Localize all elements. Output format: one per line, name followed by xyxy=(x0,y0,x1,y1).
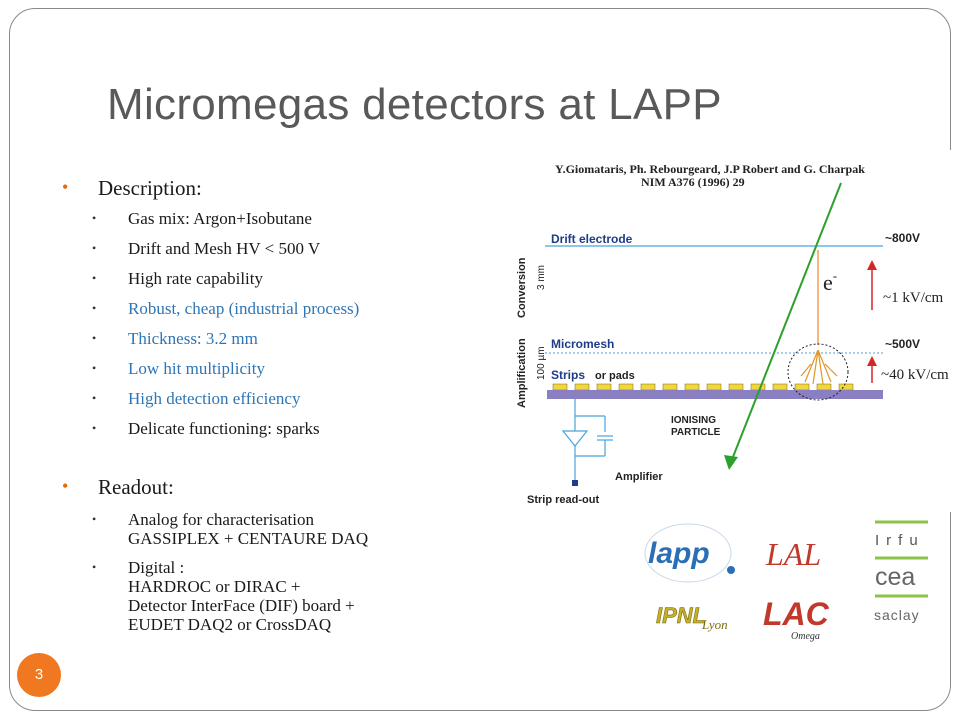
list-item: • Gas mix: Argon+Isobutane xyxy=(62,209,482,228)
citation-line-2: NIM A376 (1996) 29 xyxy=(641,175,745,189)
list-item: • High rate capability xyxy=(62,269,482,288)
list-item: • Robust, cheap (industrial process) xyxy=(62,299,482,318)
list-item-text: High rate capability xyxy=(128,269,264,288)
bullet-icon: • xyxy=(92,512,97,526)
list-item: • High detection efficiency xyxy=(62,389,482,408)
omega-logo: LAC Omega xyxy=(763,596,830,642)
micromesh-label: Micromesh xyxy=(551,337,614,351)
list-item-line: Digital : xyxy=(128,558,185,577)
list-item-text: Robust, cheap (industrial process) xyxy=(128,299,360,318)
list-item: • Digital : HARDROC or DIRAC + Detector … xyxy=(62,558,482,634)
bullet-icon: • xyxy=(92,331,97,345)
svg-text:saclay: saclay xyxy=(874,607,920,623)
svg-text:LAL: LAL xyxy=(765,536,821,572)
bullet-icon: • xyxy=(62,177,69,197)
list-item-line: Analog for characterisation xyxy=(128,510,314,529)
list-item: • Delicate functioning: sparks xyxy=(62,419,482,438)
amplifier-circuit xyxy=(561,399,613,480)
list-item-text: Drift and Mesh HV < 500 V xyxy=(128,239,321,258)
bullet-icon: • xyxy=(62,476,69,496)
lal-logo: LAL xyxy=(765,536,821,572)
lapp-logo: lapp xyxy=(644,523,735,583)
ipnl-logo: IPNL Lyon xyxy=(656,603,728,632)
bullet-icon: • xyxy=(92,211,97,225)
ionising-particle-label-2: PARTICLE xyxy=(671,427,721,438)
svg-text:Irfu: Irfu xyxy=(875,532,925,549)
list-item-line: HARDROC or DIRAC + xyxy=(128,577,301,596)
drift-field-arrowhead xyxy=(867,260,877,270)
bullet-icon: • xyxy=(92,301,97,315)
list-item-line: GASSIPLEX + CENTAURE DAQ xyxy=(128,529,369,548)
drift-voltage-label: ~800V xyxy=(885,231,920,245)
svg-text:LAC: LAC xyxy=(763,596,830,632)
list-item-text: Thickness: 3.2 mm xyxy=(128,329,258,348)
strips-label: Strips xyxy=(551,368,585,382)
mesh-voltage-label: ~500V xyxy=(885,337,920,351)
list-item-line: EUDET DAQ2 or CrossDAQ xyxy=(128,615,332,634)
amplifier-label: Amplifier xyxy=(615,471,663,483)
amplification-gap-label: 100 µm xyxy=(536,346,547,380)
list-item-text: Gas mix: Argon+Isobutane xyxy=(128,209,312,228)
readout-pin xyxy=(572,480,578,486)
section-heading-readout: • Readout: xyxy=(62,474,482,500)
ionising-particle-track xyxy=(730,182,842,463)
bullet-icon: • xyxy=(92,271,97,285)
list-item-text: Low hit multiplicity xyxy=(128,359,265,378)
bullet-list: • Description: • Gas mix: Argon+Isobutane… xyxy=(62,175,482,634)
amp-field-label: ~40 kV/cm xyxy=(881,367,949,383)
or-pads-label: or pads xyxy=(595,370,635,382)
bullet-icon: • xyxy=(92,421,97,435)
list-item-text: Delicate functioning: sparks xyxy=(128,419,320,438)
drift-electrode-label: Drift electrode xyxy=(551,232,633,246)
ionising-particle-arrowhead xyxy=(724,455,738,470)
list-item: • Thickness: 3.2 mm xyxy=(62,329,482,348)
svg-text:IPNL: IPNL xyxy=(656,603,706,628)
conversion-label: Conversion xyxy=(516,257,528,318)
bullet-icon: • xyxy=(92,391,97,405)
electron-label: e- xyxy=(823,268,837,295)
amplification-label: Amplification xyxy=(516,338,528,408)
section-heading-text: Description: xyxy=(98,176,202,200)
strip-readout-label: Strip read-out xyxy=(527,494,599,506)
irfu-cea-logo: Irfu cea saclay xyxy=(874,520,928,623)
list-item: • Low hit multiplicity xyxy=(62,359,482,378)
section-heading-text: Readout: xyxy=(98,475,174,499)
list-item: • Analog for characterisation GASSIPLEX … xyxy=(62,510,482,548)
svg-text:lapp: lapp xyxy=(648,537,710,570)
slide-title: Micromegas detectors at LAPP xyxy=(107,80,722,129)
logo-grid: lapp LAL Irfu cea saclay IPNL Lyon LAC O… xyxy=(644,520,928,642)
drift-field-label: ~1 kV/cm xyxy=(883,290,944,306)
avalanche-circle xyxy=(787,343,849,401)
page-number-badge: 3 xyxy=(17,653,61,697)
conversion-gap-label: 3 mm xyxy=(536,265,547,290)
strip-segments xyxy=(552,383,854,391)
avalanche-shower xyxy=(800,349,838,385)
section-heading-description: • Description: xyxy=(62,175,482,201)
list-item-text: High detection efficiency xyxy=(128,389,301,408)
list-item-line: Detector InterFace (DIF) board + xyxy=(128,596,355,615)
bullet-icon: • xyxy=(92,361,97,375)
bullet-icon: • xyxy=(92,241,97,255)
pcb-board xyxy=(547,390,883,399)
micromegas-diagram: Y.Giomataris, Ph. Rebourgeard, J.P Rober… xyxy=(505,150,955,512)
amp-field-arrowhead xyxy=(867,356,877,366)
list-item: • Drift and Mesh HV < 500 V xyxy=(62,239,482,258)
bullet-icon: • xyxy=(92,560,97,574)
ionising-particle-label-1: IONISING xyxy=(671,415,716,426)
citation-line-1: Y.Giomataris, Ph. Rebourgeard, J.P Rober… xyxy=(555,162,865,176)
svg-text:Omega: Omega xyxy=(791,631,820,642)
svg-text:Lyon: Lyon xyxy=(701,617,728,632)
svg-text:cea: cea xyxy=(875,563,915,591)
